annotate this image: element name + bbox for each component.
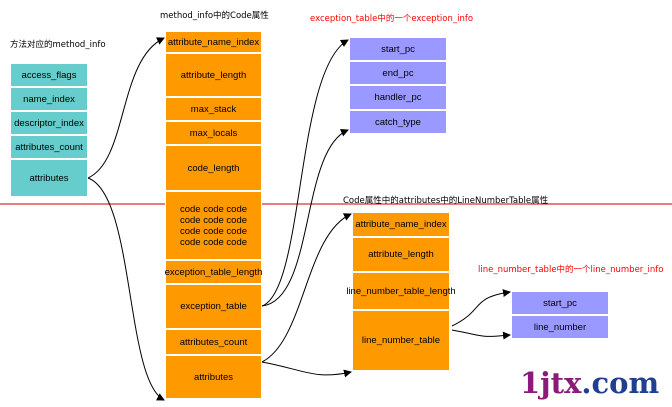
method-info-label: 方法对应的method_info: [10, 40, 106, 50]
method-attributes-count: attributes_count: [10, 135, 88, 159]
code-max-stack: max_stack: [165, 97, 262, 121]
exception-handler-pc: handler_pc: [349, 85, 447, 110]
exception-info-label: exception_table中的一个exception_info: [310, 14, 474, 24]
code-attr-label: method_info中的Code属性: [160, 11, 269, 21]
arrow-attributes-to-code-bottom: [87, 177, 165, 401]
code-line: code code code: [179, 203, 248, 215]
code-exception-table: exception_table: [165, 284, 262, 329]
code-code-length: code_length: [165, 145, 262, 191]
code-max-locals: max_locals: [165, 121, 262, 145]
code-bytes: code code code code code code code code …: [165, 191, 262, 260]
code-line: code code code: [179, 236, 248, 248]
code-line: code code code: [179, 214, 248, 226]
exception-catch-type: catch_type: [349, 110, 447, 134]
lnt-attribute-name-index: attribute_name_index: [352, 212, 450, 237]
arrow-attributes-to-code-top: [87, 37, 165, 179]
code-exception-table-length: exception_table_length: [165, 260, 262, 284]
arrow-lnt-to-info-top: [451, 289, 511, 327]
arrow-exception-table-to-info-top: [261, 39, 349, 307]
code-line: code code code: [179, 225, 248, 237]
code-attributes-count: attributes_count: [165, 329, 262, 355]
arrow-code-attributes-to-lnt-bottom: [261, 361, 352, 378]
arrow-lnt-to-info-bottom: [451, 329, 511, 340]
lnt-attribute-length: attribute_length: [352, 237, 450, 272]
code-attributes: attributes: [165, 355, 262, 399]
watermark-part1: 1jtx: [520, 366, 582, 400]
method-name-index: name_index: [10, 87, 88, 111]
lnt-line-number-table: line_number_table: [352, 310, 450, 371]
lnt-attr-label: Code属性中的attributes中的LineNumberTable属性: [343, 196, 549, 206]
method-descriptor-index: descriptor_index: [10, 111, 88, 135]
exception-end-pc: end_pc: [349, 61, 447, 85]
lni-start-pc: start_pc: [511, 291, 609, 315]
code-attribute-length: attribute_length: [165, 53, 262, 97]
watermark-part2: .com: [581, 366, 660, 400]
method-access-flags: access_flags: [10, 63, 88, 87]
method-attributes: attributes: [10, 159, 88, 197]
code-attribute-name-index: attribute_name_index: [165, 31, 262, 53]
lnt-line-number-table-length: line_number_table_length: [346, 272, 456, 310]
lni-line-number: line_number: [511, 315, 609, 339]
arrow-code-attributes-to-lnt-top: [261, 213, 352, 363]
exception-start-pc: start_pc: [349, 37, 447, 61]
arrow-exception-table-to-info-bottom: [261, 129, 349, 307]
lnt-info-label: line_number_table中的一个line_number_info: [478, 265, 664, 275]
watermark-logo: 1jtx.com: [520, 366, 659, 400]
